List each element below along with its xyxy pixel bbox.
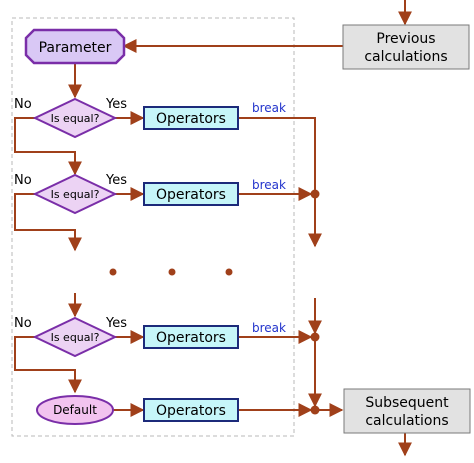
default-label: Default: [53, 403, 97, 417]
operators-label: Operators: [156, 111, 226, 127]
condition-diamond: Is equal?: [32, 173, 118, 215]
subsequent-line-2: calculations: [365, 413, 448, 429]
previous-line-1: Previous: [376, 31, 435, 47]
ellipsis-dots: [109, 268, 233, 276]
operators-label: Operators: [156, 187, 226, 203]
yes-label: Yes: [105, 173, 127, 188]
condition-label: Is equal?: [51, 331, 100, 344]
operators-block: Operators: [143, 398, 239, 422]
condition-diamond: Is equal?: [32, 97, 118, 139]
no-label: No: [14, 97, 32, 112]
operators-block: Operators: [143, 106, 239, 130]
break-label: break: [252, 321, 286, 335]
previous-calculations-box: Previous calculations: [342, 24, 470, 70]
junction-dots: [310, 189, 320, 415]
operators-block: Operators: [143, 182, 239, 206]
connector-lines: [14, 0, 412, 457]
no-label: No: [14, 316, 32, 331]
subsequent-line-1: Subsequent: [365, 395, 449, 411]
yes-label: Yes: [105, 97, 127, 112]
yes-label: Yes: [105, 316, 127, 331]
break-label: break: [252, 178, 286, 192]
condition-diamond: Is equal?: [32, 316, 118, 358]
break-label: break: [252, 101, 286, 115]
subsequent-calculations-box: Subsequent calculations: [343, 388, 471, 434]
no-label: No: [14, 173, 32, 188]
condition-label: Is equal?: [51, 188, 100, 201]
operators-label: Operators: [156, 330, 226, 346]
default-node: Default: [36, 395, 114, 425]
operators-label: Operators: [156, 403, 226, 419]
condition-label: Is equal?: [51, 112, 100, 125]
switch-block-frame: [11, 17, 295, 437]
previous-line-2: calculations: [364, 49, 447, 65]
parameter-node: Parameter: [24, 28, 126, 65]
parameter-label: Parameter: [39, 40, 112, 56]
operators-block: Operators: [143, 325, 239, 349]
